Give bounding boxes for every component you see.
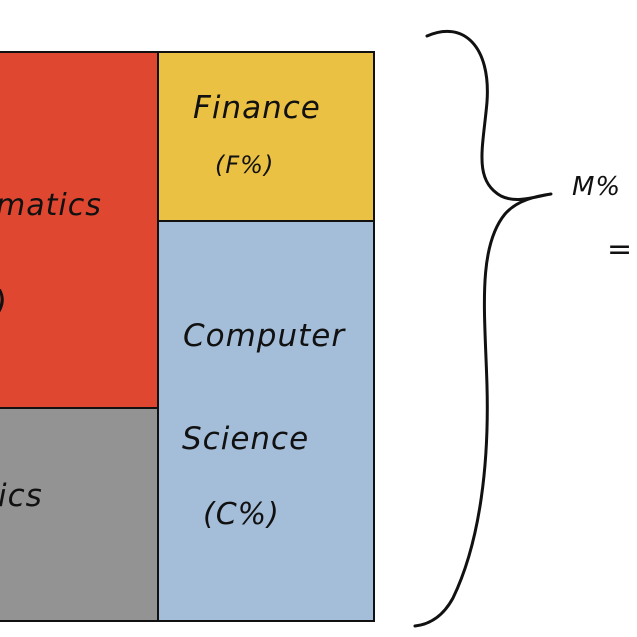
- brace-label: M%: [572, 172, 622, 202]
- computer-science-label-line2: Science: [182, 421, 310, 457]
- mathematics-block: [0, 51, 159, 409]
- finance-percent-label: (F%): [215, 151, 275, 179]
- curly-brace-icon: [413, 29, 553, 628]
- computer-science-block: [157, 220, 375, 622]
- finance-label: Finance: [193, 90, 321, 126]
- mathematics-label: matics: [0, 188, 102, 223]
- mathematics-percent-label: ): [0, 284, 8, 324]
- statistics-label: ics: [0, 478, 43, 514]
- computer-science-percent-label: (C%): [203, 497, 280, 532]
- computer-science-label-line1: Computer: [183, 318, 346, 354]
- brace-equals-label: =: [607, 232, 634, 267]
- statistics-block: [0, 407, 159, 622]
- finance-block: [157, 51, 375, 222]
